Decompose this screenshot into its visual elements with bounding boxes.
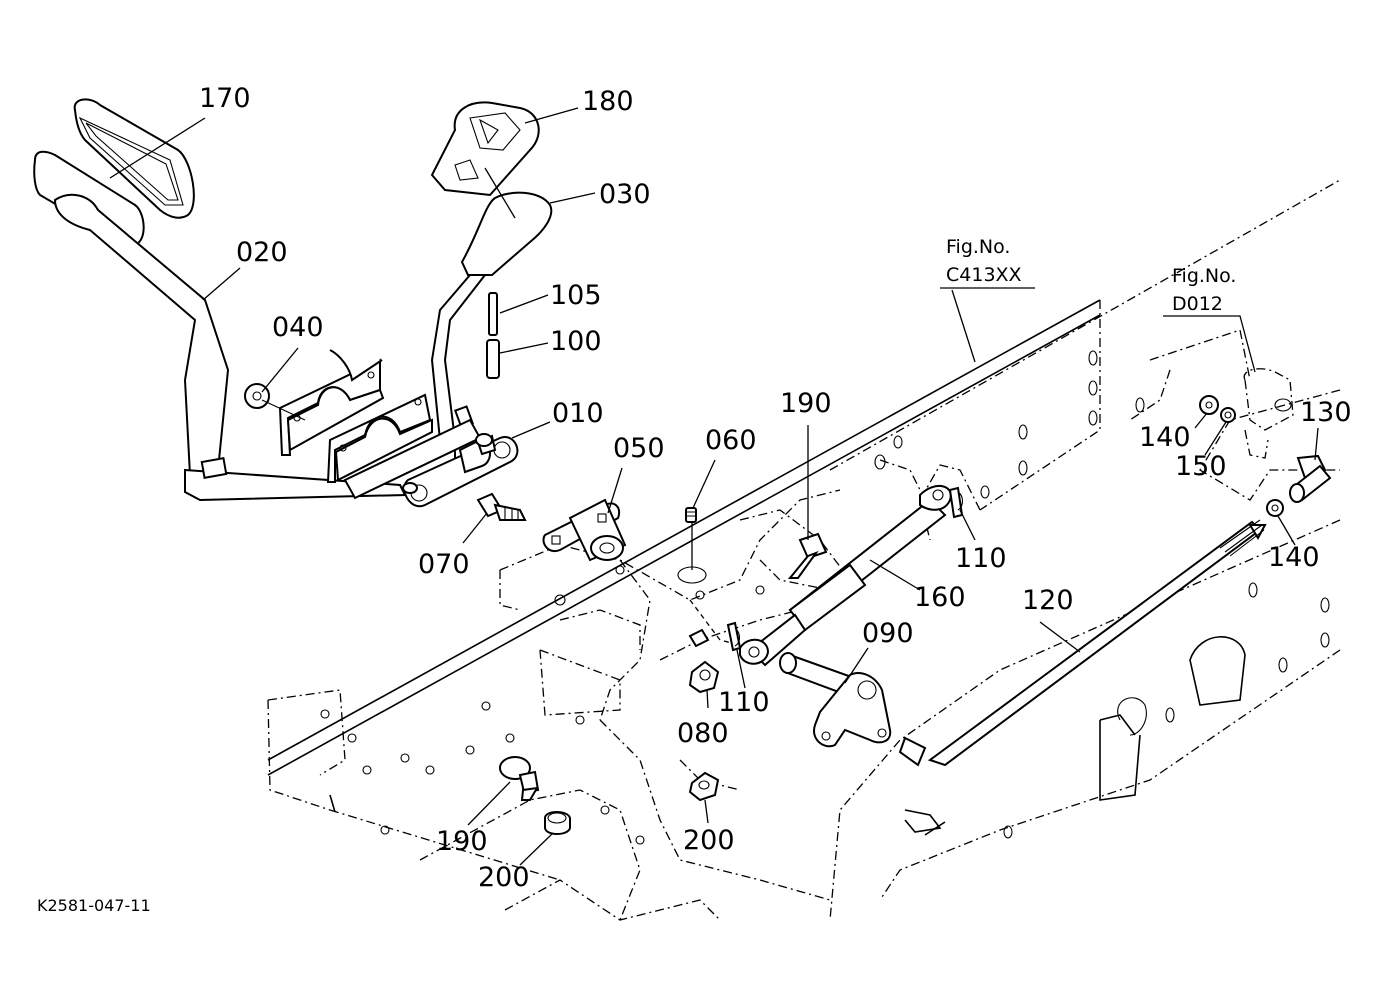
figref-d012-label: Fig.No. (1172, 265, 1236, 287)
pedal-bracket (278, 349, 433, 483)
callout-120: 120 (1022, 585, 1074, 616)
callout-190-bottom: 190 (436, 826, 488, 857)
clevis-pin-110-lower (726, 621, 742, 652)
callout-080: 080 (677, 718, 729, 749)
callout-060: 060 (705, 425, 757, 456)
drawing-code: K2581-047-11 (37, 896, 151, 915)
hand-lever (430, 101, 553, 471)
nut-200-bottom (544, 811, 571, 835)
callout-140-upper: 140 (1139, 422, 1191, 453)
callout-110-upper: 110 (955, 543, 1007, 574)
callout-110-lower: 110 (718, 687, 770, 718)
callout-130: 130 (1300, 397, 1352, 428)
callout-105: 105 (550, 280, 602, 311)
lever-090 (779, 652, 927, 767)
nut-200-right (688, 771, 720, 802)
callout-180: 180 (582, 86, 634, 117)
callout-100: 100 (550, 326, 602, 357)
shaft-010 (343, 418, 519, 508)
callout-170: 170 (199, 83, 251, 114)
callout-200-right: 200 (683, 825, 735, 856)
leader-lines (109, 107, 1319, 866)
pins (486, 292, 500, 379)
callout-190-top: 190 (780, 388, 832, 419)
callout-050: 050 (613, 433, 665, 464)
callout-070: 070 (418, 549, 470, 580)
figref-c413xx-label: Fig.No. (946, 236, 1010, 258)
bolt-070 (476, 492, 527, 521)
callout-040: 040 (272, 312, 324, 343)
callout-labels: 170 180 030 020 105 100 040 010 050 060 … (199, 83, 1352, 893)
rod-120 (927, 519, 1267, 767)
bolt-190-bottom (499, 756, 540, 801)
callout-090: 090 (862, 618, 914, 649)
callout-010: 010 (552, 398, 604, 429)
callout-030: 030 (599, 179, 651, 210)
gas-spring-160 (739, 454, 952, 667)
nut-080 (688, 628, 720, 694)
callout-140-lower: 140 (1268, 542, 1320, 573)
right-linkage (1199, 368, 1332, 517)
callout-160: 160 (914, 582, 966, 613)
chassis-frame (267, 179, 1341, 921)
figref-c413xx-code: C413XX (946, 264, 1022, 286)
figure-references: Fig.No. C413XX Fig.No. D012 (946, 236, 1236, 315)
callout-200-bottom: 200 (478, 862, 530, 893)
callout-020: 020 (236, 237, 288, 268)
callout-150: 150 (1175, 451, 1227, 482)
bolt-190-top (787, 532, 828, 579)
figref-d012-code: D012 (1172, 293, 1223, 315)
brake-pedal (33, 98, 407, 502)
